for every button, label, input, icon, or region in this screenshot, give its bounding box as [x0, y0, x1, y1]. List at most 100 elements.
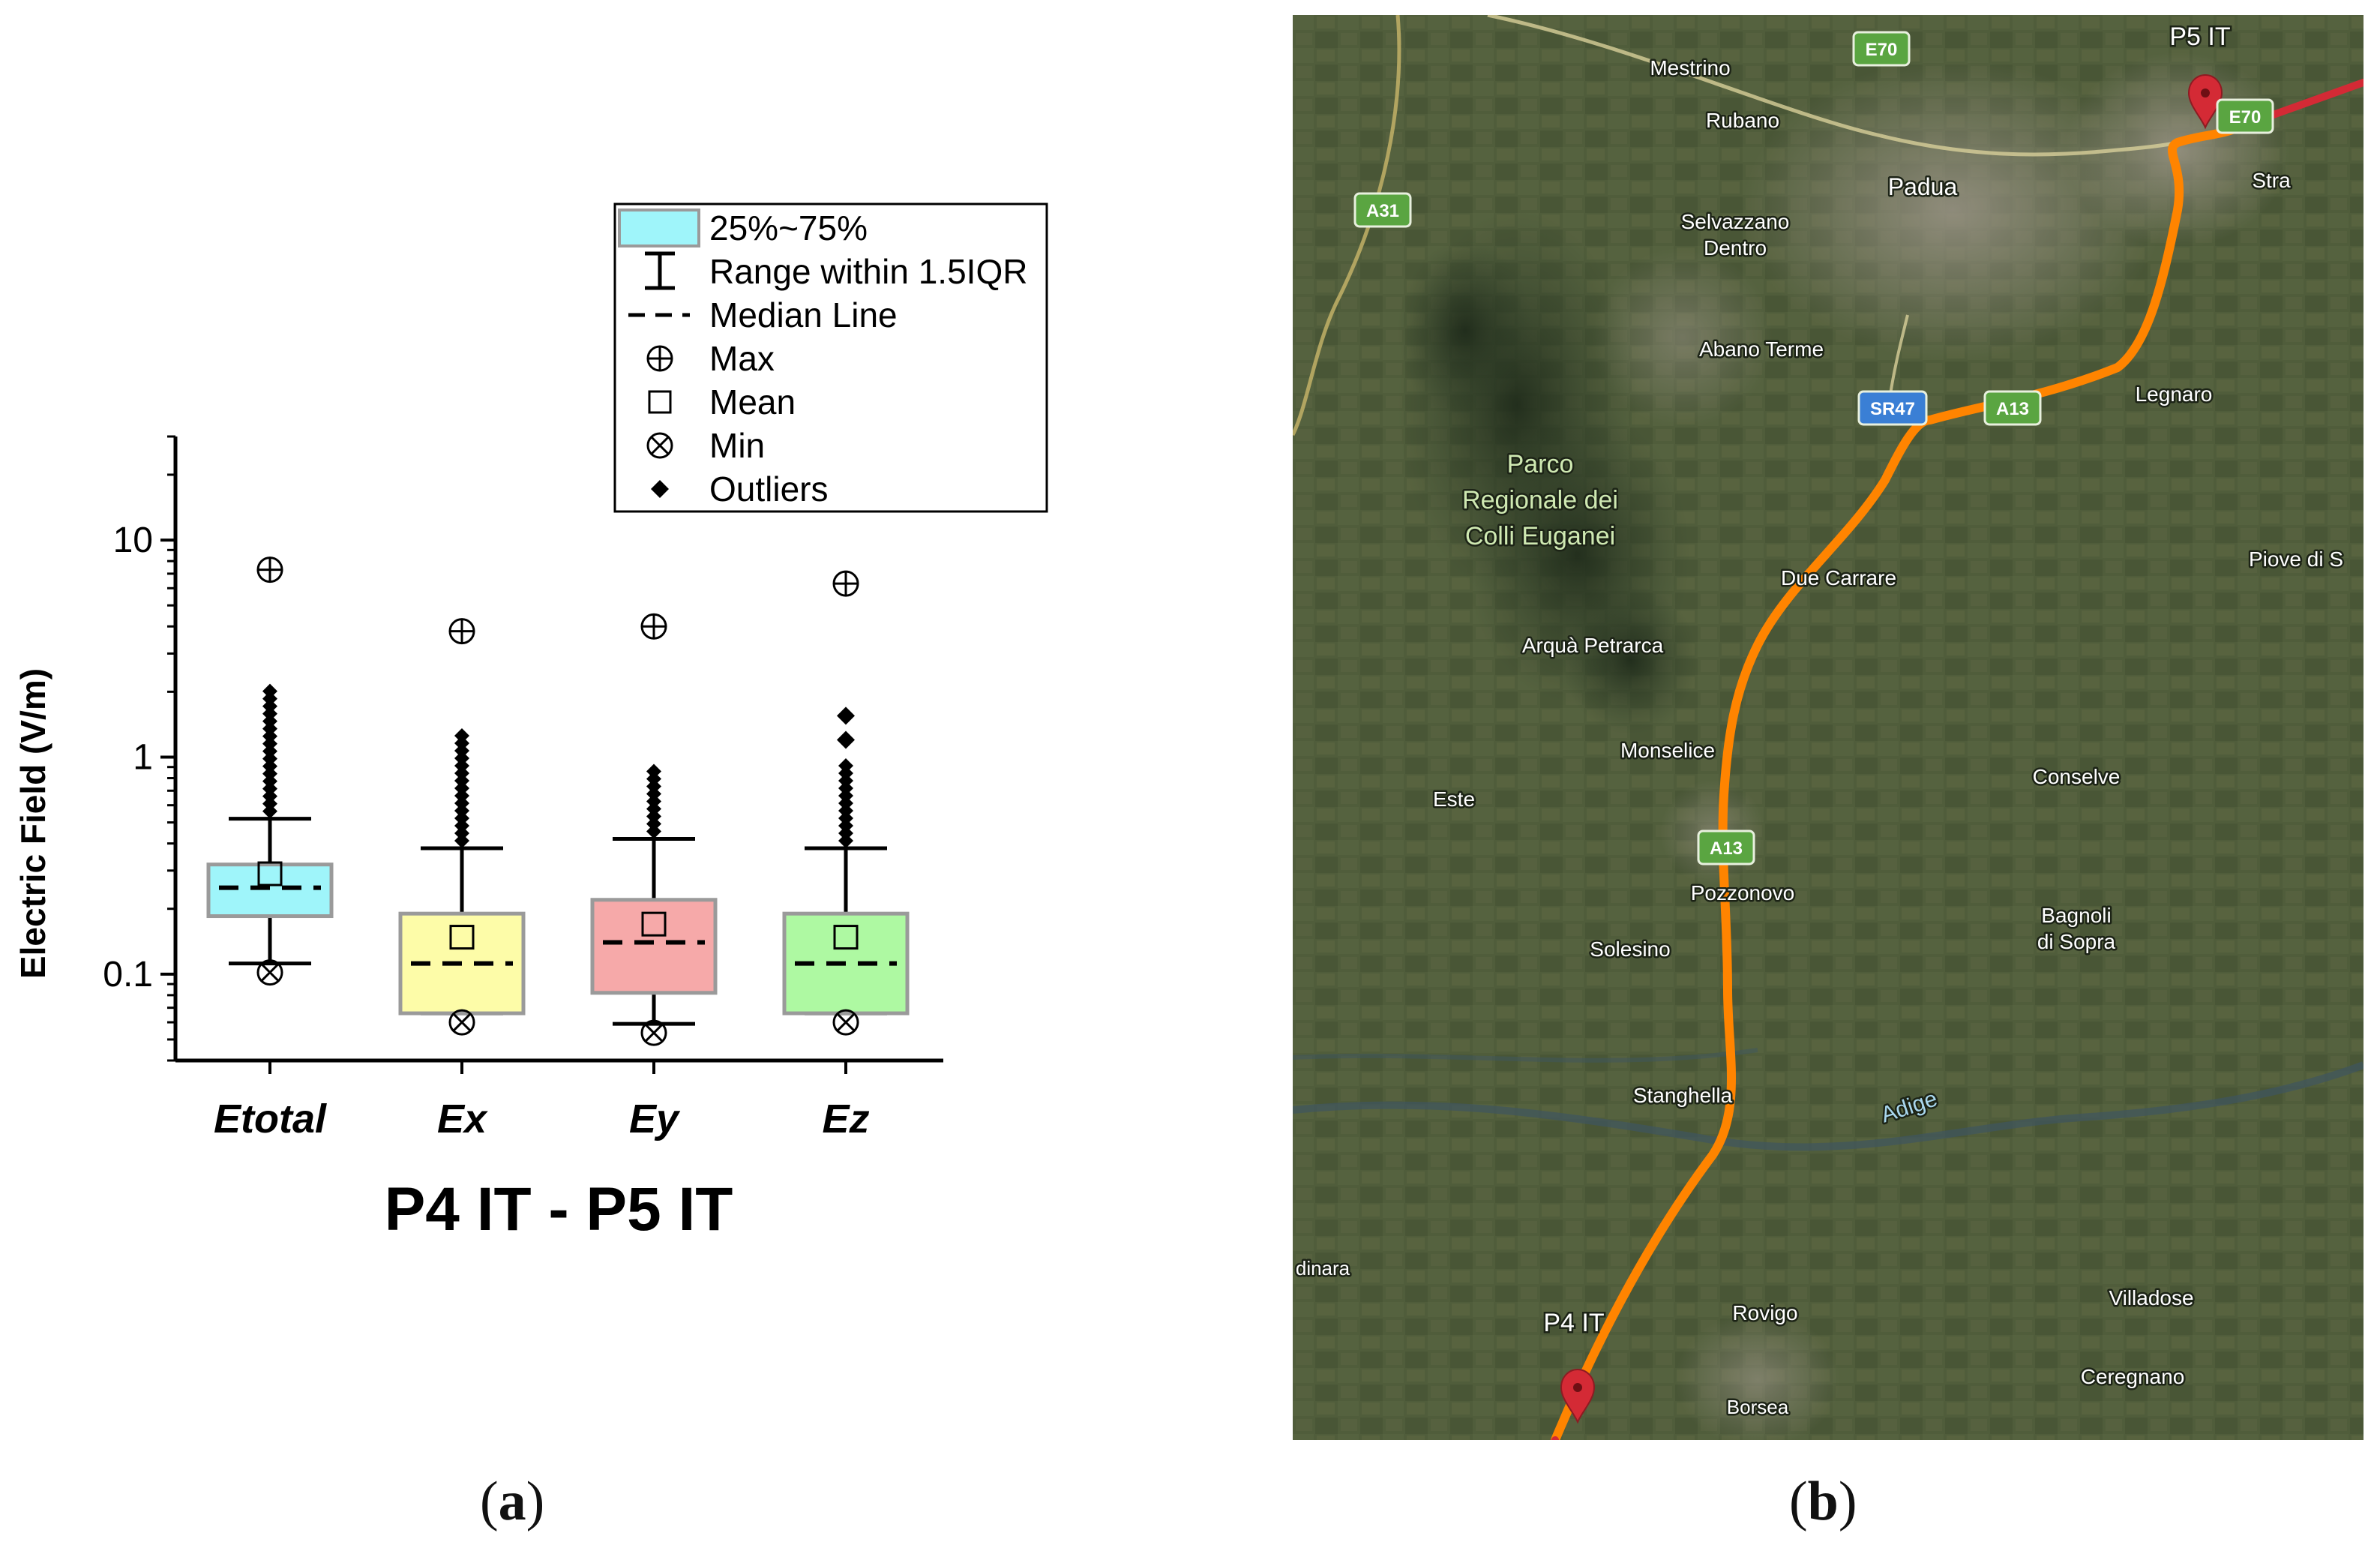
box-etotal: [206, 556, 334, 986]
map-place-label: Borsea: [1727, 1396, 1789, 1418]
map-place-label: Piove di S: [2249, 548, 2343, 571]
iqr-box: [590, 898, 718, 995]
adige-river: [1293, 1061, 2364, 1151]
road-badge-label: A13: [1996, 399, 2029, 419]
caption-a-open: (: [480, 1471, 499, 1532]
map-place-label: Parco: [1507, 450, 1574, 478]
caption-b-open: (: [1789, 1471, 1808, 1532]
marker-label: P5 IT: [2169, 22, 2230, 51]
map-place-label: Regionale dei: [1462, 486, 1618, 514]
min-marker: [640, 1019, 667, 1046]
a31-road: [1293, 15, 1401, 436]
caption-b-close: ): [1838, 1471, 1857, 1532]
legend-label: Outliers: [709, 470, 828, 508]
road-badge: [1857, 390, 1928, 426]
y-tick-label: 10: [113, 520, 153, 560]
map-place-label: Rubano: [1706, 109, 1779, 132]
mean-marker: [449, 925, 475, 950]
box-ey: [590, 613, 718, 1046]
legend-symbol-outliers: [651, 480, 669, 498]
min-marker-d2: [836, 1013, 856, 1032]
outlier-point: [646, 764, 661, 779]
caption-b: (b): [1789, 1470, 1857, 1534]
road-badge: [1852, 31, 1911, 67]
road-badge-label: SR47: [1870, 399, 1915, 419]
box-ex: [398, 618, 526, 1036]
padua-urban-area: [1743, 60, 2163, 360]
map-place-label: dinara: [1296, 1257, 1350, 1280]
e70-road: [1487, 15, 2208, 157]
min-marker-d2: [260, 963, 280, 982]
y-axis-label: Electric Field (V/m): [13, 668, 52, 979]
caption-b-letter: b: [1807, 1471, 1839, 1532]
map-place-label: Rovigo: [1732, 1301, 1797, 1324]
outlier-point: [454, 728, 469, 744]
map-place-label: Dentro: [1704, 236, 1767, 260]
road-badge-label: E70: [1866, 40, 1898, 60]
marker-label: P4 IT: [1543, 1309, 1604, 1337]
caption-a-close: ): [526, 1471, 545, 1532]
min-marker: [256, 959, 283, 986]
outlier-point: [838, 758, 853, 774]
caption-a: (a): [480, 1470, 544, 1534]
map-place-label: di Sopra: [2037, 930, 2116, 953]
map-place-label: Ceregnano: [2081, 1365, 2185, 1388]
x-tick-label: Ez: [822, 1096, 869, 1142]
road-badge: [1697, 830, 1755, 866]
min-marker-d2: [644, 1024, 664, 1042]
mean-marker: [257, 861, 283, 886]
outlier-point: [837, 730, 855, 749]
min-marker: [448, 1009, 475, 1036]
map-place-label: Due Carrare: [1781, 566, 1896, 590]
y-tick-label: 1: [133, 737, 153, 777]
map-place-label: Bagnoli: [2041, 904, 2111, 927]
map-place-label: Abano Terme: [1699, 338, 1824, 361]
map-place-label: Selvazzano: [1681, 210, 1790, 233]
y-tick-label: 0.1: [103, 955, 153, 994]
map-place-label: Solesino: [1590, 938, 1670, 961]
map-place-label: Legnaro: [2136, 382, 2213, 406]
min-marker: [832, 1009, 859, 1036]
outlier-point: [262, 683, 277, 699]
legend-symbol-mean: [648, 390, 672, 414]
legend-label: Max: [709, 339, 775, 378]
marker-p4[interactable]: [1560, 1368, 1596, 1424]
x-tick-label: Etotal: [214, 1096, 327, 1142]
map-place-label: Padua: [1888, 173, 1958, 200]
map-place-label: Arquà Petrarca: [1522, 634, 1664, 657]
road-badge-label: A13: [1710, 838, 1743, 859]
mean-marker: [641, 911, 667, 937]
map-place-label: Pozzonovo: [1691, 881, 1795, 904]
x-tick-label: Ex: [437, 1096, 488, 1142]
chart-title: P4 IT - P5 IT: [385, 1175, 733, 1244]
road-badge: [1983, 390, 2042, 426]
x-tick-label: Ey: [629, 1096, 681, 1142]
road-badge-label: A31: [1366, 201, 1399, 221]
map-place-label: Stra: [2252, 169, 2291, 192]
box-ez: [782, 570, 910, 1036]
map-place-label: Monselice: [1620, 739, 1715, 762]
legend-symbol-min-d2: [650, 436, 670, 455]
legend-frame: [613, 202, 1048, 513]
legend-symbol-box: [618, 208, 700, 248]
legend-label: Mean: [709, 382, 796, 422]
map-place-label: Villadose: [2109, 1286, 2193, 1310]
map-place-label: Mestrino: [1650, 56, 1730, 80]
map-place-label: Conselve: [2033, 765, 2121, 788]
legend-symbol-min: [646, 432, 673, 459]
mean-marker: [833, 925, 859, 950]
route-line: [1551, 123, 2242, 1440]
map-place-label: Este: [1433, 788, 1475, 811]
colli-euganei-hills: [1398, 210, 1698, 735]
legend-label: 25%~75%: [709, 208, 868, 248]
road-badge: [1353, 192, 1412, 228]
legend-label: Min: [709, 426, 765, 465]
legend-label: Median Line: [709, 296, 898, 334]
min-marker-d2: [452, 1013, 472, 1032]
road-badge-label: E70: [2229, 107, 2262, 128]
